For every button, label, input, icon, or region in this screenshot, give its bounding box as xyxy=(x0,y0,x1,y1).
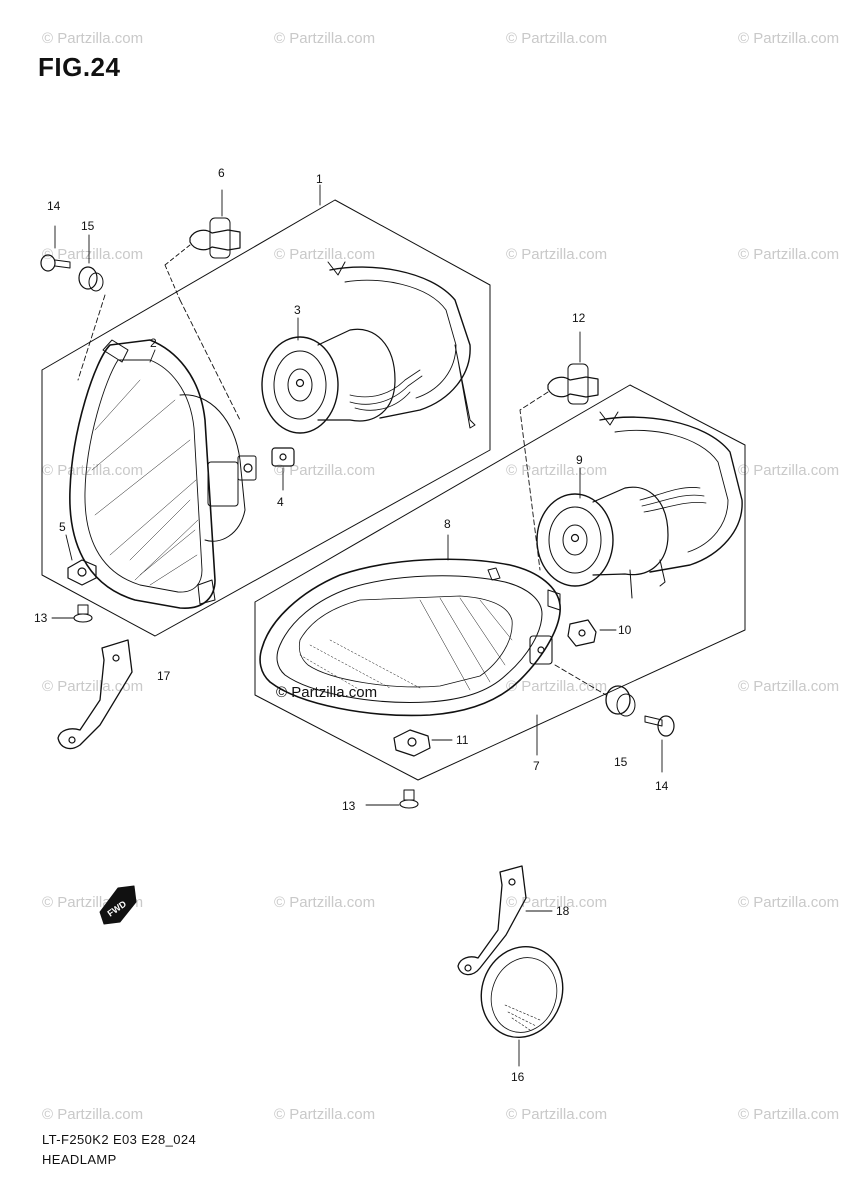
watermark: © Partzilla.com xyxy=(506,894,608,911)
callout-2: 2 xyxy=(150,336,157,350)
watermark: © Partzilla.com xyxy=(274,246,376,263)
bolt-part-13 xyxy=(365,789,419,809)
watermark: © Partzilla.com xyxy=(274,30,376,47)
callout-8: 8 xyxy=(444,517,451,531)
callout-18: 18 xyxy=(556,904,570,918)
leader-line xyxy=(519,391,549,571)
callout-14: 14 xyxy=(655,779,669,793)
callout-5: 5 xyxy=(59,520,66,534)
position-bulb-part-6 xyxy=(189,189,241,259)
headlamp-bulb-part-9 xyxy=(536,411,743,599)
watermark: © Partzilla.com xyxy=(506,30,608,47)
callout-1: 1 xyxy=(316,172,323,186)
callout-17: 17 xyxy=(157,669,171,683)
assembly-1-outline xyxy=(41,199,491,637)
callout-7: 7 xyxy=(533,759,540,773)
callout-10: 10 xyxy=(618,623,632,637)
watermark: © Partzilla.com xyxy=(42,678,144,695)
grommet-part-15 xyxy=(78,234,104,292)
callout-13: 13 xyxy=(34,611,48,625)
watermark: © Partzilla.com xyxy=(506,678,608,695)
leader-line xyxy=(149,349,156,363)
watermark: © Partzilla.com xyxy=(738,30,840,47)
watermark: © Partzilla.com xyxy=(738,678,840,695)
position-bulb-part-12 xyxy=(547,331,599,405)
bracket-part-18 xyxy=(457,865,553,976)
callout-13: 13 xyxy=(342,799,356,813)
callout-6: 6 xyxy=(218,166,225,180)
figure-title: FIG.24 xyxy=(38,52,121,82)
headlamp-housing-part-2 xyxy=(69,339,257,609)
grommet-part-15 xyxy=(554,664,636,717)
forward-direction-icon: FWD xyxy=(99,885,137,925)
bracket-part-17 xyxy=(57,639,133,750)
callout-4: 4 xyxy=(277,495,284,509)
headlamp-housing-part-8 xyxy=(259,558,561,717)
reflector-part-16 xyxy=(480,945,564,1067)
callout-16: 16 xyxy=(511,1070,525,1084)
screw-part-14 xyxy=(644,715,675,773)
leader-line xyxy=(164,244,191,301)
callout-9: 9 xyxy=(576,453,583,467)
watermark: © Partzilla.com xyxy=(42,462,144,479)
watermark: © Partzilla.com xyxy=(738,246,840,263)
watermark: © Partzilla.com xyxy=(738,462,840,479)
nut-part-11 xyxy=(393,729,453,757)
watermark: © Partzilla.com xyxy=(42,30,144,47)
headlamp-bulb-part-3 xyxy=(261,261,476,434)
watermark: © Partzilla.com xyxy=(506,246,608,263)
callout-14: 14 xyxy=(47,199,61,213)
watermark: © Partzilla.com xyxy=(42,1106,144,1123)
watermark: © Partzilla.com xyxy=(738,1106,840,1123)
callout-3: 3 xyxy=(294,303,301,317)
nut-part-5 xyxy=(65,534,97,586)
watermark: © Partzilla.com xyxy=(738,894,840,911)
bolt-part-13 xyxy=(51,604,93,623)
center-watermark: © Partzilla.com xyxy=(276,684,378,701)
clip-nut-part-4 xyxy=(271,447,295,491)
callout-labels: 1 2 3 4 5 6 7 8 9 10 11 12 13 13 14 14 1… xyxy=(34,166,669,1084)
assembly-7-outline xyxy=(254,384,746,781)
screw-part-14 xyxy=(40,225,71,272)
leader-line xyxy=(77,294,106,381)
watermark: © Partzilla.com xyxy=(274,462,376,479)
callout-12: 12 xyxy=(572,311,586,325)
watermark: © Partzilla.com xyxy=(274,894,376,911)
clip-nut-part-10 xyxy=(567,619,617,647)
watermark: © Partzilla.com xyxy=(42,246,144,263)
callout-15: 15 xyxy=(81,219,95,233)
figure-code: LT-F250K2 E03 E28_024 xyxy=(42,1132,197,1147)
watermark: © Partzilla.com xyxy=(506,462,608,479)
callout-11: 11 xyxy=(456,733,469,747)
leader-line xyxy=(179,299,241,421)
callout-15: 15 xyxy=(614,755,628,769)
watermark: © Partzilla.com xyxy=(274,1106,376,1123)
figure-name: HEADLAMP xyxy=(42,1152,117,1167)
watermark: © Partzilla.com xyxy=(506,1106,608,1123)
